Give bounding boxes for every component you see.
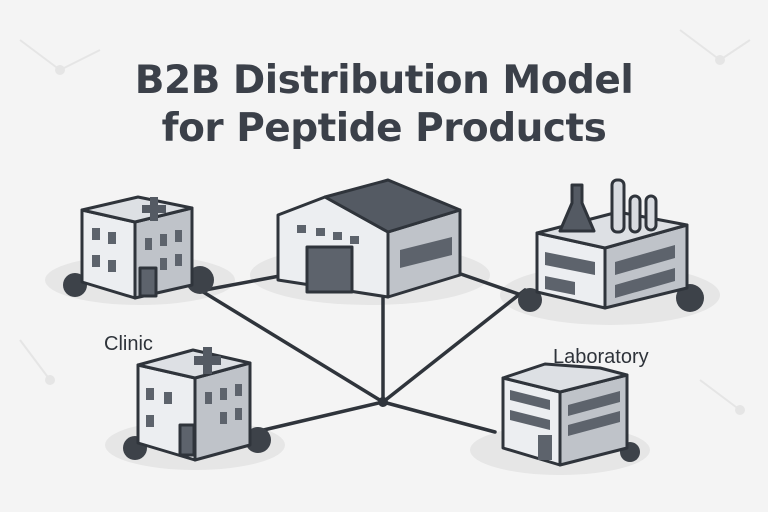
hub-node [378,397,388,407]
background-molecules [19,29,751,415]
title-line-2: for Peptide Products [161,106,607,151]
flask-icon [558,183,596,233]
title-line-1: B2B Distribution Model [134,58,634,103]
clinic-label: Clinic [104,333,153,355]
line-clinic-warehouse [203,273,287,292]
laboratory-label: Laboratory [553,346,649,368]
laboratory-icon-top [518,178,704,312]
line-warehouse-laboratory [453,270,532,300]
line-to-clinic-top [198,288,385,404]
line-to-laboratory-top [381,288,527,404]
clinic-icon-top [63,195,214,300]
test-tube-icon [610,178,626,234]
laboratory-icon-bottom [501,362,640,467]
distribution-lines [198,270,532,434]
line-to-clinic-bottom [253,400,385,434]
line-to-laboratory-bottom [381,400,497,434]
warehouse-icon [276,178,462,299]
clinic-icon-bottom [123,347,271,462]
